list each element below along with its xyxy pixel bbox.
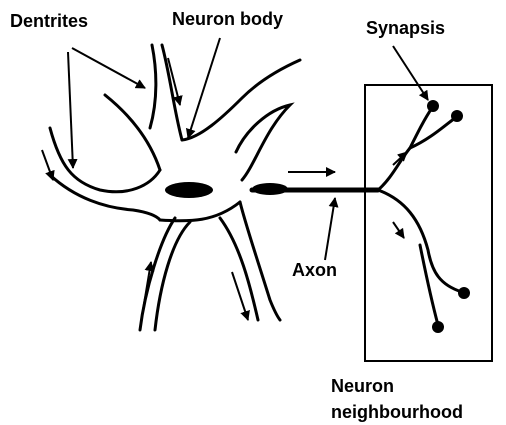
pointer-synapsis — [393, 46, 428, 100]
dendrite-bottom-b — [155, 222, 190, 330]
dendrite-bottom-d — [160, 202, 240, 221]
nucleus — [165, 182, 213, 198]
terminal-3 — [458, 287, 470, 299]
dendrite-bottom-c — [220, 218, 258, 320]
arrow-bottom-right — [232, 272, 248, 320]
label-neuron-body: Neuron body — [172, 9, 283, 29]
neighbourhood-box — [365, 85, 492, 361]
terminal-4 — [432, 321, 444, 333]
label-axon: Axon — [292, 260, 337, 280]
label-neighbourhood: Neuron neighbourhood — [331, 373, 463, 425]
arrow-left-dendrite — [42, 150, 53, 180]
dendrite-top-left — [105, 95, 160, 170]
pointer-dendrites-1 — [68, 52, 73, 168]
terminal-2 — [451, 110, 463, 122]
dendrite-bottom-e — [240, 202, 280, 320]
pointer-axon — [325, 198, 335, 260]
label-dendrites: Dentrites — [10, 11, 88, 31]
arrow-branch-down — [393, 222, 404, 238]
label-neighbourhood-line1: Neuron — [331, 373, 463, 399]
dendrite-top-a — [150, 45, 156, 128]
dendrite-left-lower — [50, 175, 160, 220]
dendrite-top-b — [162, 45, 182, 140]
terminal-1 — [427, 100, 439, 112]
pointer-dendrites-2 — [72, 48, 145, 88]
label-synapsis: Synapsis — [366, 18, 445, 38]
dendrite-right-upper — [236, 105, 290, 180]
label-neighbourhood-line2: neighbourhood — [331, 399, 463, 425]
axon-line — [252, 108, 462, 325]
